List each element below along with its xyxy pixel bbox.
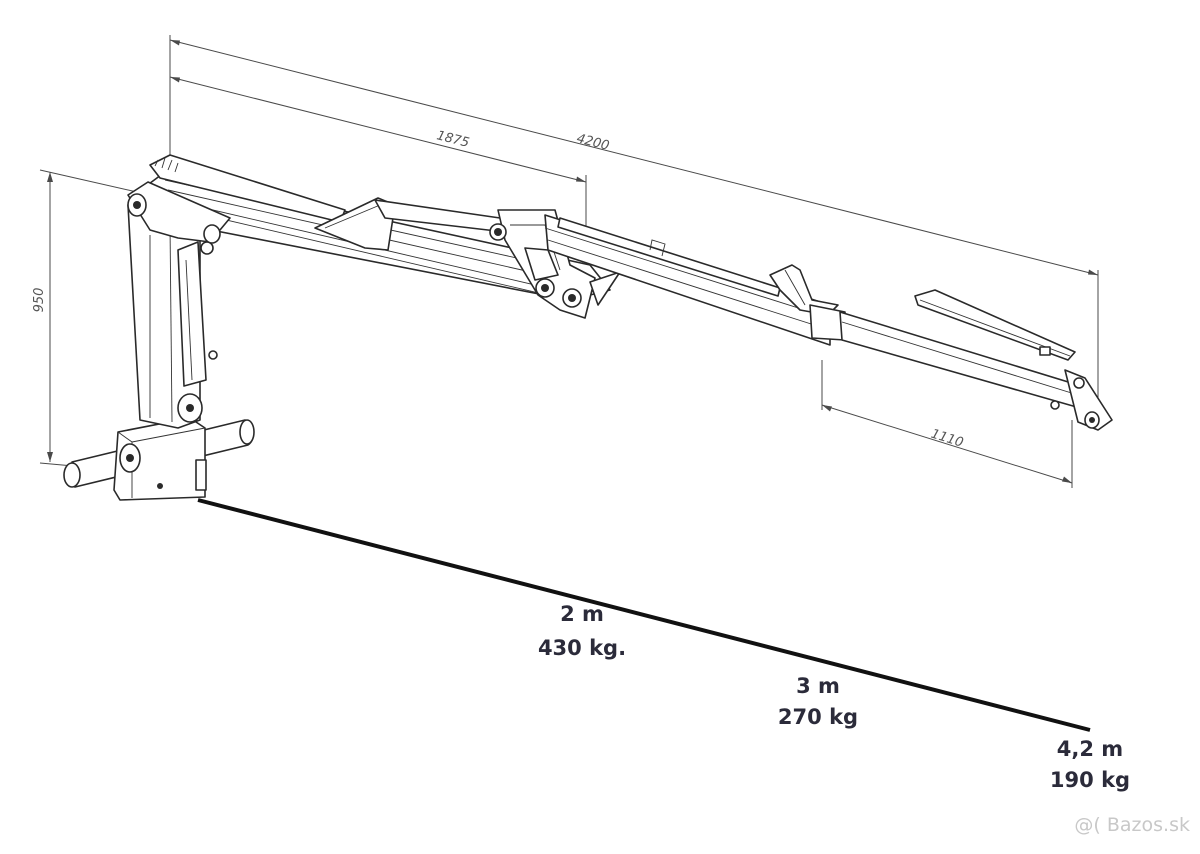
dimension-lines [39, 35, 1099, 488]
load-baseline [197, 498, 1091, 732]
load-distance-4-2m: 4,2 m [1057, 737, 1123, 761]
watermark: @( Bazos.sk [1074, 814, 1190, 836]
dim-1875-label: 1875 [435, 128, 471, 151]
inner-boom [127, 154, 611, 301]
load-capacity-3m: 270 kg [778, 705, 858, 729]
dim-1110-label: 1110 [929, 427, 965, 451]
dim-4200-label: 4200 [575, 131, 611, 154]
boom-extension [839, 289, 1113, 431]
load-capacity-4-2m: 190 kg [1050, 768, 1130, 792]
base-housing [113, 417, 207, 501]
outer-boom [544, 214, 846, 346]
load-distance-2m: 2 m [560, 602, 604, 626]
load-capacity-2m: 430 kg. [538, 636, 626, 660]
dim-950-label: 950 [32, 288, 47, 313]
crane-drawing [63, 154, 1113, 501]
knuckle-joint [489, 209, 621, 319]
load-chart: 2 m 430 kg. 3 m 270 kg 4,2 m 190 kg [538, 602, 1130, 792]
load-distance-3m: 3 m [796, 674, 840, 698]
lift-cylinder [177, 241, 218, 387]
